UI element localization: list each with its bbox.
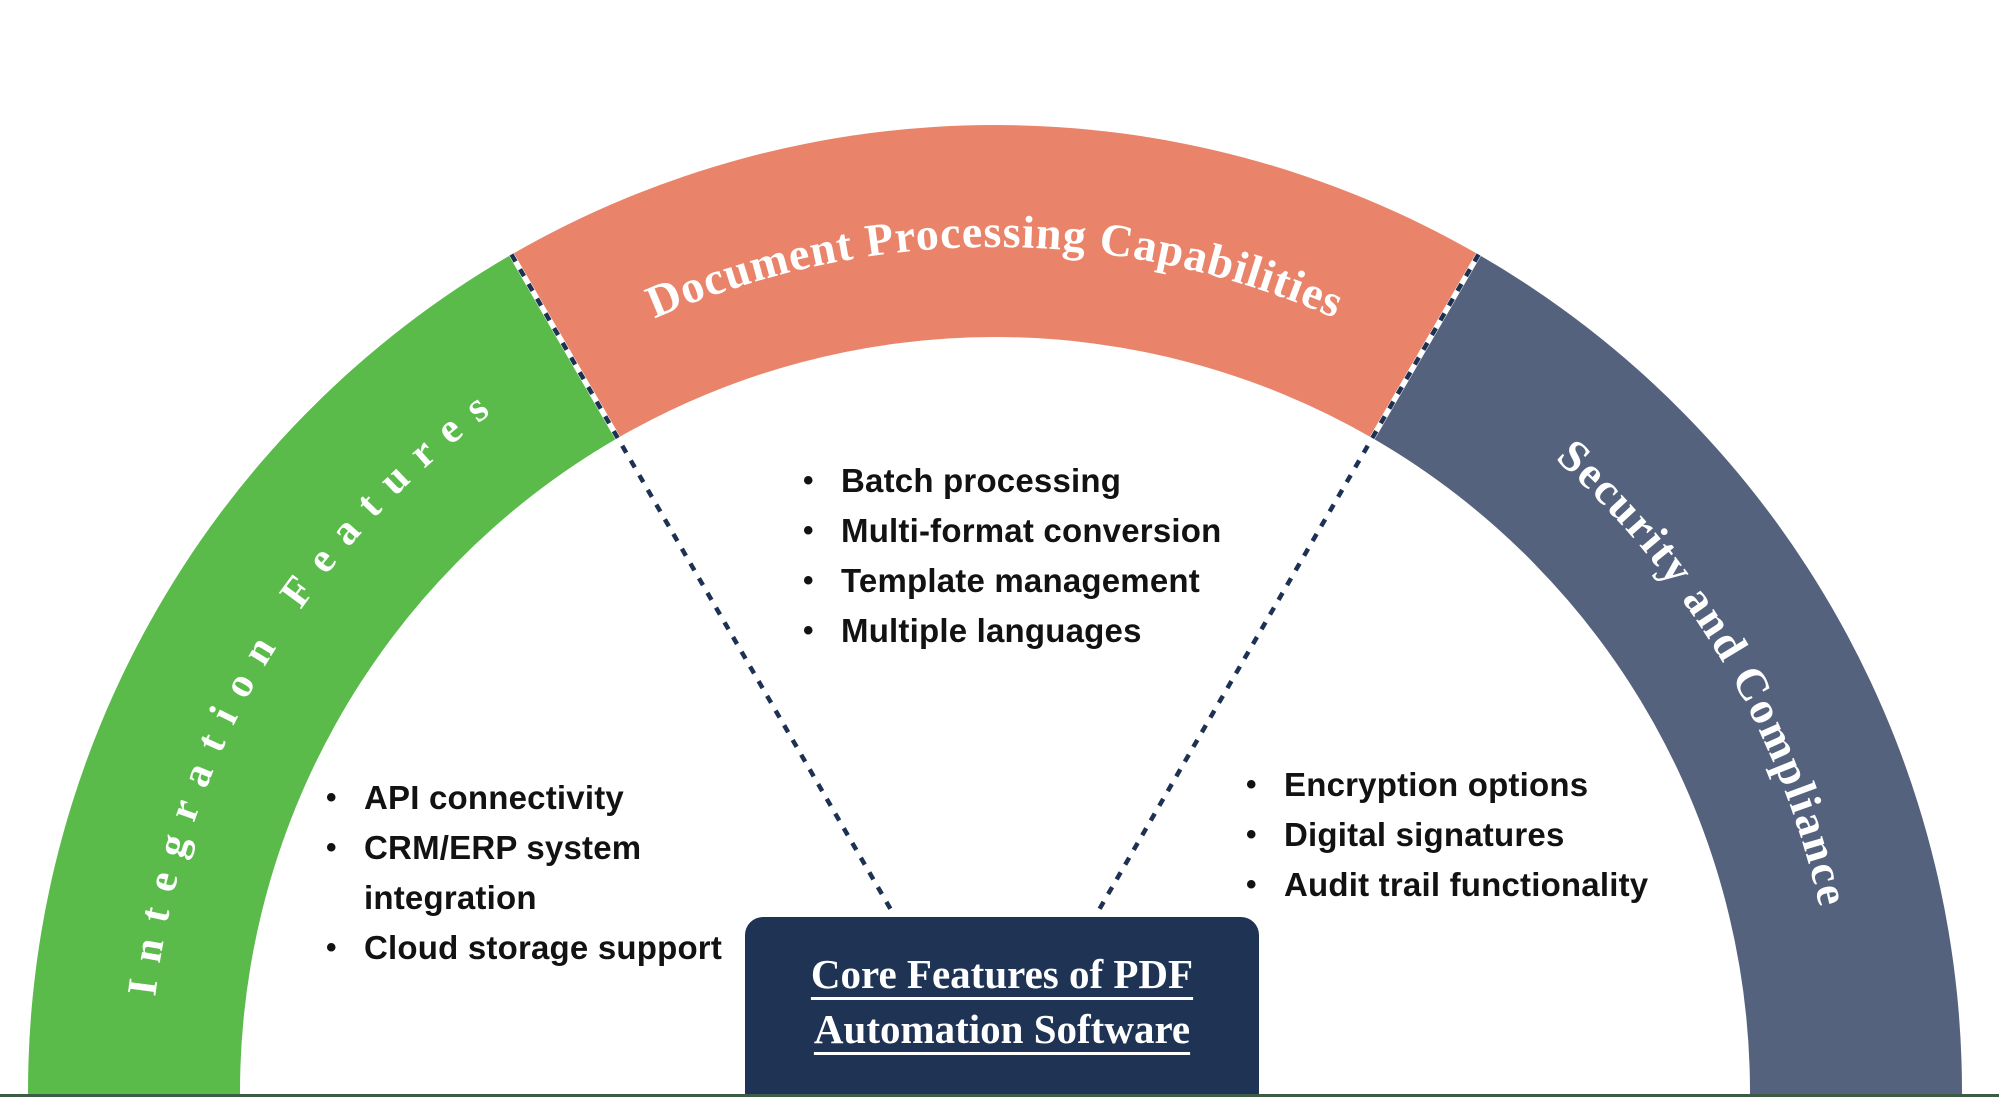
list-item: Encryption options [1238,760,1708,810]
list-item: Cloud storage support [318,923,738,973]
connector-lines [509,253,1481,917]
list-item: Multi-format conversion [795,506,1235,556]
core-features-box: Core Features of PDF Automation Software [745,917,1259,1097]
list-item: Audit trail functionality [1238,860,1708,910]
core-features-title-line-2: Automation Software [813,1006,1191,1052]
list-item: API connectivity [318,773,738,823]
integration-features-list: API connectivity CRM/ERP system integrat… [318,773,738,973]
list-item: Digital signatures [1238,810,1708,860]
list-item: Template management [795,556,1235,606]
list-item: CRM/ERP system integration [318,823,738,923]
segment-arc-document-processing [511,124,1479,439]
connector-dashed-left [509,253,896,917]
bottom-border-rule [0,1094,1999,1097]
segment-arc-security-compliance [1372,254,1962,1097]
document-processing-list: Batch processing Multi-format conversion… [795,456,1235,656]
security-compliance-list: Encryption options Digital signatures Au… [1238,760,1708,910]
connector-dashed-right [1094,253,1481,917]
core-features-title-line-1: Core Features of PDF [810,951,1194,997]
list-item: Multiple languages [795,606,1235,656]
list-item: Batch processing [795,456,1235,506]
segment-arc-integration-features [28,254,618,1097]
